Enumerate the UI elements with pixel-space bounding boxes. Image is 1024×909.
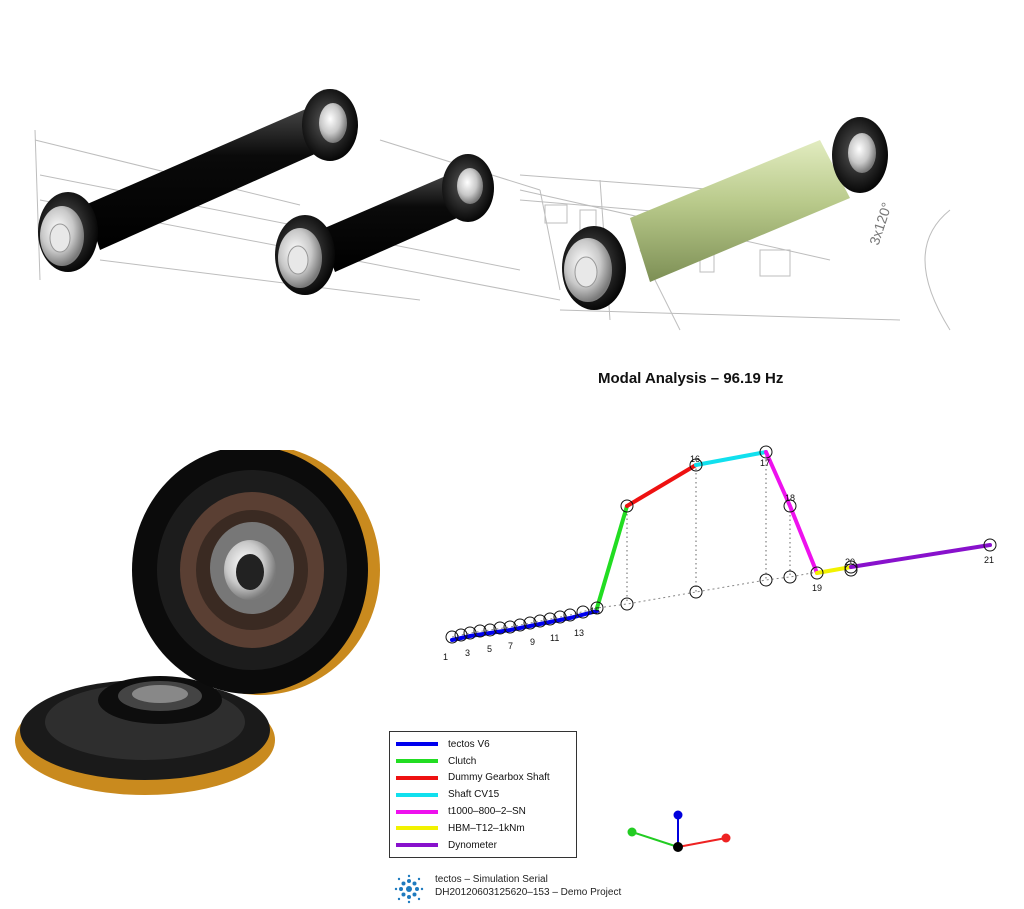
node-markers	[445, 445, 997, 644]
undeformed-baseline	[451, 543, 991, 638]
node-label: 9	[530, 637, 535, 647]
chart-title: Modal Analysis – 96.19 Hz	[598, 370, 784, 387]
motor-render	[15, 450, 380, 795]
segment-shaft-cv15	[694, 450, 768, 467]
legend-label: Dynometer	[448, 839, 497, 851]
segment-t1000	[764, 450, 819, 575]
legend-item: HBM–T12–1kNm	[396, 820, 570, 837]
node-label: 19	[812, 583, 822, 593]
segment-clutch	[595, 504, 629, 610]
shaft-green	[562, 117, 888, 310]
legend-swatch	[396, 809, 438, 814]
axis-y	[631, 831, 679, 848]
legend-label: Dummy Gearbox Shaft	[448, 772, 550, 784]
displacement-lines	[626, 451, 791, 604]
node-label: 17	[760, 458, 770, 468]
node-label: 3	[465, 648, 470, 658]
node-label: 18	[785, 493, 795, 503]
tectos-logo-icon	[394, 874, 424, 904]
footer-line-2: DH20120603125620–153 – Demo Project	[435, 887, 622, 898]
node-label: 11	[550, 633, 559, 643]
axis-x	[677, 837, 727, 848]
legend-label: Clutch	[448, 755, 477, 767]
segment-dynometer	[849, 543, 992, 569]
legend-swatch	[396, 775, 438, 780]
mode-shape	[450, 450, 992, 642]
legend-item: Shaft CV15	[396, 786, 570, 803]
legend-swatch	[396, 792, 438, 797]
segment-dummy-gearbox-shaft	[625, 463, 698, 508]
footer-text: tectos – Simulation Serial DH20120603125…	[435, 873, 621, 899]
footer: tectos – Simulation Serial DH20120603125…	[393, 873, 621, 905]
node-label: 1	[443, 652, 448, 662]
legend-item: t1000–800–2–SN	[396, 803, 570, 820]
legend-label: Shaft CV15	[448, 789, 500, 801]
legend: tectos V6 Clutch Dummy Gearbox Shaft Sha…	[389, 731, 577, 858]
footer-line-1: tectos – Simulation Serial	[435, 874, 548, 885]
shaft-short-black	[275, 154, 494, 295]
node-label: 16	[690, 454, 700, 464]
shaft-long-black	[38, 89, 358, 272]
legend-item: Dummy Gearbox Shaft	[396, 770, 570, 787]
node-label: 15	[590, 606, 600, 616]
legend-swatch	[396, 843, 438, 848]
node-label: 5	[487, 644, 492, 654]
legend-item: Dynometer	[396, 837, 570, 854]
legend-swatch	[396, 742, 438, 747]
legend-label: tectos V6	[448, 738, 490, 750]
node-labels: 1 3 5 7 9 11 13 15 16 17 18 19 20 21	[443, 454, 994, 662]
legend-item: Clutch	[396, 753, 570, 770]
node-label: 21	[984, 555, 994, 565]
axes-triad	[627, 810, 731, 852]
legend-swatch	[396, 759, 438, 764]
legend-item: tectos V6	[396, 736, 570, 753]
node-label: 20	[845, 557, 855, 567]
legend-label: t1000–800–2–SN	[448, 806, 526, 818]
legend-label: HBM–T12–1kNm	[448, 822, 525, 834]
legend-swatch	[396, 826, 438, 831]
node-label: 7	[508, 641, 513, 651]
node-label: 13	[574, 628, 584, 638]
segment-tectos-v6	[450, 609, 599, 642]
